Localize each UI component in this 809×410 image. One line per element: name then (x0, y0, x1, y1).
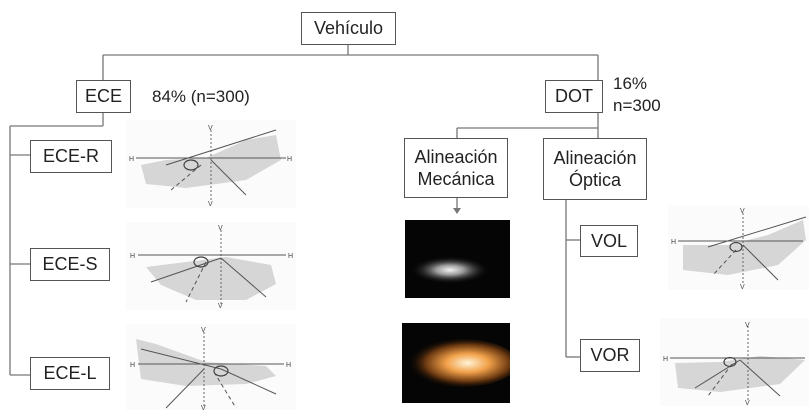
ece-r-h-right: H (287, 156, 292, 163)
ece-s-h-right: H (288, 253, 293, 260)
mechanical-beam-photo-bright (402, 323, 510, 403)
ece-l-h-right: H (286, 362, 291, 369)
mechanical-line1: Alineación (414, 146, 498, 167)
ece-node-box: ECE (76, 80, 131, 113)
dot-share-line2: n=300 (613, 96, 661, 115)
vor-beam-pattern-image: V V H (660, 318, 809, 406)
ece-s-h-left: H (130, 253, 135, 260)
ece-l-v-top: V (201, 327, 206, 334)
vol-node-box: VOL (580, 225, 638, 257)
mechanical-beam-photo-dim (405, 220, 510, 298)
ece-r-node-box: ECE-R (30, 140, 112, 173)
vol-h-left: H (671, 239, 676, 246)
dot-share-line1: 16% (613, 74, 648, 93)
ece-l-v-bottom: V (201, 405, 206, 410)
mechanical-alignment-node-box: Alineación Mecánica (404, 138, 508, 198)
ece-r-h-left: H (129, 156, 134, 163)
ece-s-v-top: V (218, 225, 223, 232)
vol-v-bottom: V (740, 284, 745, 290)
ece-l-h-left: H (130, 362, 135, 369)
ece-r-v-bottom: V (208, 201, 213, 208)
mechanical-line2: Mecánica (417, 169, 495, 189)
vor-v-bottom: V (745, 400, 750, 406)
vol-v-top: V (740, 208, 745, 215)
optical-line1: Alineación (553, 147, 637, 168)
vor-node-box: VOR (580, 339, 640, 372)
optical-alignment-node-box: Alineación Óptica (543, 138, 647, 200)
vor-v-top: V (745, 322, 750, 329)
optical-line2: Óptica (568, 170, 622, 190)
dot-node-box: DOT (545, 80, 603, 113)
ece-r-beam-pattern-image: V V H H (126, 120, 296, 208)
ece-s-v-bottom: V (218, 303, 223, 310)
vol-beam-pattern-image: V V H (668, 205, 809, 290)
ece-s-node-box: ECE-S (30, 248, 110, 281)
ece-l-beam-pattern-image: V V H H (126, 324, 296, 410)
ece-l-node-box: ECE-L (30, 357, 110, 390)
ece-share-label: 84% (n=300) (152, 87, 250, 106)
ece-r-v-top: V (208, 125, 213, 132)
ece-s-beam-pattern-image: V V H H (126, 222, 296, 310)
vor-h-left: H (663, 356, 668, 363)
root-node-box: Vehículo (301, 12, 396, 45)
